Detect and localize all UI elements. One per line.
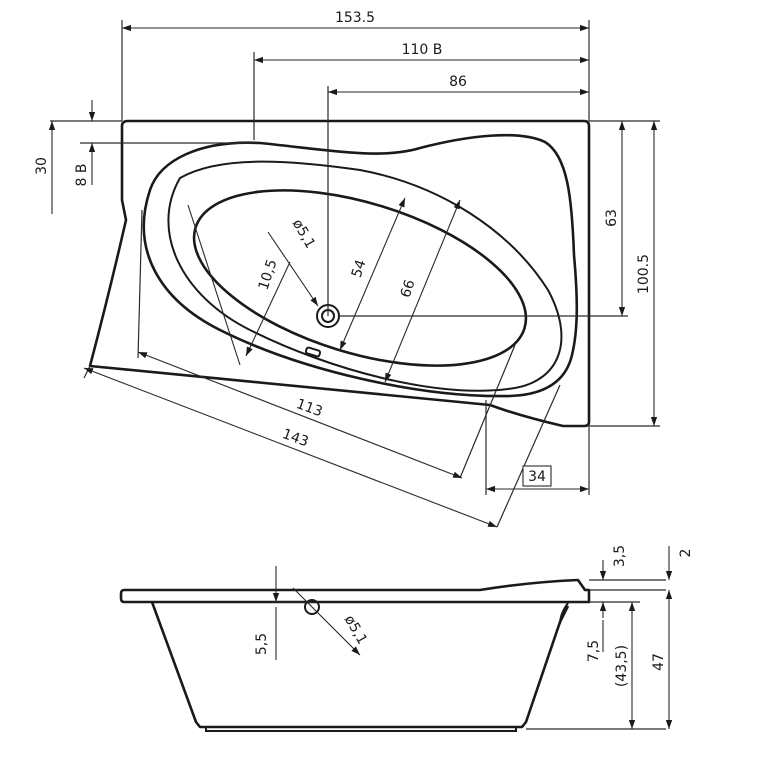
dim-top-offset: 30 [34, 157, 50, 175]
dim-box-34 [522, 465, 552, 487]
dim-outer-basin-width: 66 [398, 278, 419, 300]
dim-outer-length: 143 [280, 426, 311, 450]
side-rim [119, 578, 591, 604]
dim-side-drain-diameter: ø5,1 [341, 613, 370, 648]
dim-corner-offset: 34 [528, 469, 546, 485]
dim-rim-2: 2 [678, 549, 694, 558]
dim-overall-height: 47 [651, 653, 667, 671]
tub-bowl-middle [167, 160, 563, 392]
side-view: 5,5 ø5,1 3,5 2 7,5 (43,5) 47 [119, 545, 694, 732]
dim-rim-3-5: 3,5 [612, 545, 628, 567]
side-overflow [559, 602, 569, 625]
dim-inner-width-b: 110 B [402, 42, 443, 58]
dim-drain-diameter: ø5,1 [289, 217, 318, 252]
dim-inner-basin-width: 54 [349, 258, 370, 280]
side-drain [304, 599, 320, 615]
dim-inner-length: 113 [294, 396, 325, 420]
dim-drain-height: 5,5 [254, 633, 270, 655]
dim-overall-width: 153.5 [335, 10, 375, 26]
dim-rim-b: 8 B [74, 164, 90, 187]
side-base [205, 727, 517, 732]
dim-small-offset: 10,5 [256, 257, 281, 292]
dim-inner-depth: (43,5) [614, 645, 630, 687]
dim-drain-offset: 86 [449, 74, 467, 90]
dim-overall-depth: 100.5 [636, 254, 652, 294]
top-view: 153.5 110 B 86 30 8 B 63 100.5 ø5,1 10,5… [34, 10, 660, 528]
dim-depth-to-drain: 63 [604, 209, 620, 227]
dim-overflow: 7,5 [586, 640, 602, 662]
tub-outer-rim [88, 119, 591, 428]
